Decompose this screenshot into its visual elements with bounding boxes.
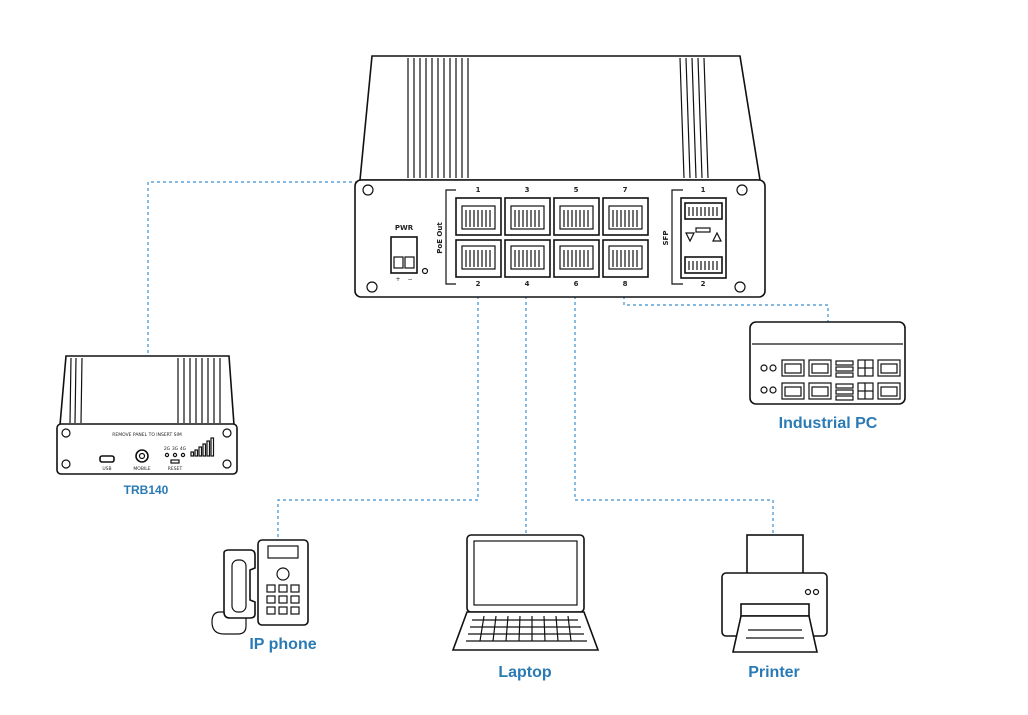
power-connector [390,236,418,274]
led-label: 2G [164,446,171,452]
sfp-latch [695,227,711,233]
led-label: 3G [172,446,179,452]
rj45-port[interactable] [553,239,600,278]
pc-button [769,386,777,394]
laptop-label: Laptop [498,664,552,681]
pc-button [760,386,768,394]
screw-icon [366,281,378,293]
screw-icon [222,428,232,438]
phone-base [257,539,309,626]
power-label: PWR [395,224,414,232]
rj45-port-grid [455,197,649,278]
poe-label: PoE Out [436,222,444,254]
port-number: 7 [623,186,628,194]
link-switch-to-ip-phone [277,290,479,540]
pc-port-grid [781,359,901,401]
sfp-port[interactable] [684,256,723,274]
screw-icon [362,184,374,196]
phone-keypad [266,584,300,615]
phone-nav-button [276,567,290,581]
triangle-up-icon [712,231,722,242]
power-minus-label: − [407,276,412,283]
port-number: 8 [623,280,628,288]
printer: Printer [721,534,828,681]
industrial-pc: Industrial PC [749,321,906,432]
port-number: 1 [476,186,481,194]
laptop-keyboard [466,615,587,642]
phone-cord [211,611,247,635]
screw-icon [736,184,748,196]
screw-icon [734,281,746,293]
industrial-pc-label: Industrial PC [779,415,878,432]
screw-icon [61,428,71,438]
led-indicator [180,452,186,458]
power-terminal [404,256,415,269]
screw-icon [222,459,232,469]
triangle-down-icon [685,232,695,243]
rj45-port[interactable] [455,239,502,278]
usb-port[interactable] [99,455,115,463]
rj45-port[interactable] [504,197,551,236]
laptop: Laptop [451,534,600,681]
router-heatsink-fins [69,357,221,424]
laptop-screen [473,540,578,606]
rj45-port[interactable] [553,197,600,236]
trb140-router: REMOVE PANEL TO INSERT SIM USB MOBILE 2G… [56,355,238,497]
printer-output-paper [732,615,818,653]
printer-paper-lines [746,629,804,639]
printer-button [804,588,812,596]
router-label: TRB140 [124,483,169,497]
printer-paper-tray-top [746,534,804,576]
printer-label: Printer [748,664,800,681]
rj45-port[interactable] [602,197,649,236]
laptop-keyboard-deck [451,611,600,651]
usb-label: USB [102,466,111,472]
sfp-number: 2 [701,280,706,288]
mobile-antenna-connector[interactable] [135,449,149,463]
power-plus-label: + [395,276,400,283]
industrial-switch: PWR + − PoE Out 1 3 5 7 2 4 6 8 [354,55,766,298]
ip-phone: IP phone [211,539,317,653]
reset-button[interactable] [170,459,180,464]
port-number: 4 [525,280,530,288]
port-number: 6 [574,280,579,288]
pc-button [760,364,768,372]
poe-bracket [445,189,456,285]
printer-output-slot [740,603,810,617]
power-led [421,267,429,275]
led-label: 4G [180,446,187,452]
link-switch-to-printer [574,290,774,535]
led-indicator [172,452,178,458]
sfp-number: 1 [701,186,706,194]
pc-button [769,364,777,372]
rj45-port[interactable] [504,239,551,278]
sfp-port[interactable] [684,202,723,220]
signal-strength-icon [190,437,215,457]
led-indicator [164,452,170,458]
rj45-port[interactable] [602,239,649,278]
phone-display [267,545,299,559]
switch-heatsink-fins-right [679,57,709,179]
handset-grip [231,559,247,613]
rj45-port[interactable] [455,197,502,236]
port-number: 2 [476,280,481,288]
printer-button [812,588,820,596]
laptop-screen-frame [466,534,585,613]
switch-heatsink-fins-left [407,58,469,178]
screw-icon [61,459,71,469]
sfp-bracket [671,189,683,285]
port-number: 5 [574,186,579,194]
sim-panel-text: REMOVE PANEL TO INSERT SIM [112,432,182,438]
reset-label: RESET [168,466,183,472]
port-number: 3 [525,186,530,194]
antenna-core [138,452,146,460]
mobile-label: MOBILE [133,466,150,472]
power-terminal [393,256,404,269]
ip-phone-label: IP phone [249,636,316,653]
sfp-label: SFP [662,231,670,246]
